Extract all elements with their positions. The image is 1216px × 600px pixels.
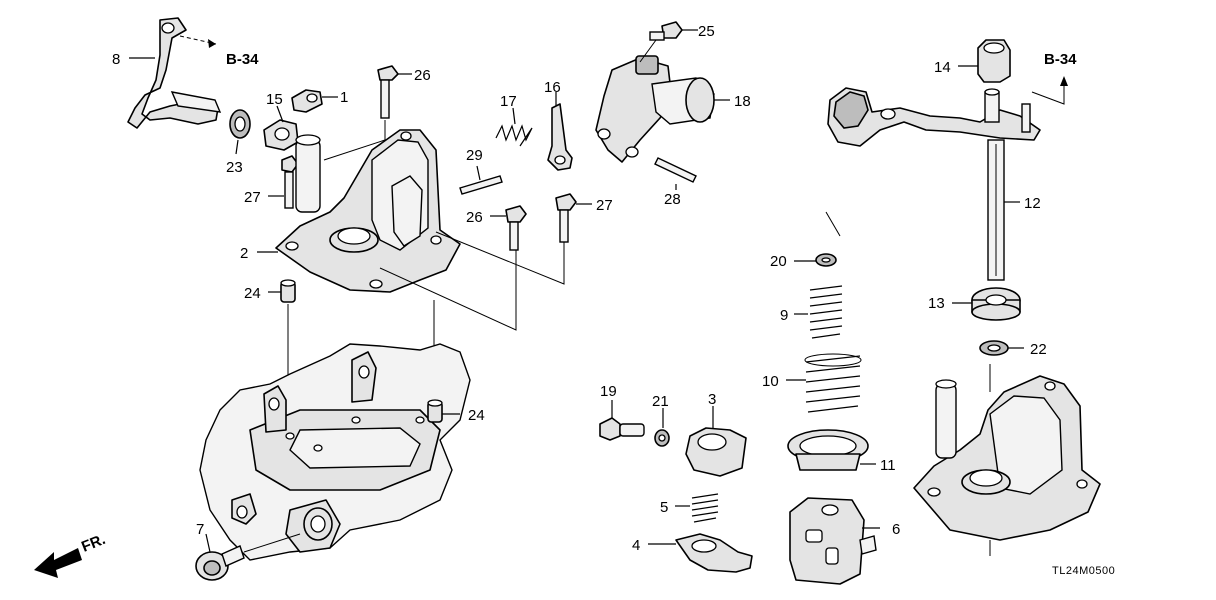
callout-27-middle: 27 xyxy=(596,197,613,214)
pin-part-1 xyxy=(291,89,338,113)
block-part-6 xyxy=(789,497,880,585)
callout-8: 8 xyxy=(112,51,120,68)
callout-11: 11 xyxy=(880,457,896,474)
callout-26-upper: 26 xyxy=(414,67,431,84)
callout-16: 16 xyxy=(544,79,561,96)
diagram-code: TL24M0500 xyxy=(1052,565,1115,577)
dowel-part-24-lower xyxy=(427,399,460,423)
bolt-part-19 xyxy=(599,400,645,441)
bolt-part-25 xyxy=(639,21,698,63)
callout-14: 14 xyxy=(934,59,951,76)
reference-b34-left: B-34 xyxy=(226,51,259,68)
callout-27-left: 27 xyxy=(244,189,261,206)
callout-6: 6 xyxy=(892,521,900,538)
callout-2: 2 xyxy=(240,245,248,262)
spring-part-17 xyxy=(495,107,533,147)
washer-part-21 xyxy=(654,408,670,447)
callout-22: 22 xyxy=(1030,341,1047,358)
callout-7: 7 xyxy=(196,521,204,538)
shift-housing-right xyxy=(913,364,1101,556)
bolt-part-26-middle xyxy=(490,205,527,251)
callout-18: 18 xyxy=(734,93,751,110)
callout-29: 29 xyxy=(466,147,483,164)
shift-lever-part-8 xyxy=(127,17,222,129)
collar-part-15 xyxy=(263,105,299,151)
pin-part-29 xyxy=(459,165,503,195)
front-direction-label: FR. xyxy=(79,531,108,556)
callout-15: 15 xyxy=(266,91,283,108)
callout-25: 25 xyxy=(698,23,715,40)
bolt-part-26-upper xyxy=(323,65,412,161)
callout-20: 20 xyxy=(770,253,787,270)
callout-24-upper: 24 xyxy=(244,285,261,302)
transmission-case xyxy=(199,343,471,561)
callout-9: 9 xyxy=(780,307,788,324)
reference-b34-right: B-34 xyxy=(1044,51,1077,68)
shaft-part-12 xyxy=(987,139,1020,281)
arm-part-4 xyxy=(648,533,753,573)
callout-4: 4 xyxy=(632,537,640,554)
callout-24-lower: 24 xyxy=(468,407,485,424)
bearing-part-13 xyxy=(952,287,1021,321)
callout-28: 28 xyxy=(664,191,681,208)
actuator-part-18 xyxy=(595,55,730,163)
shift-housing-part-2 xyxy=(257,129,461,293)
callout-5: 5 xyxy=(660,499,668,516)
cup-part-11 xyxy=(787,429,876,471)
callout-17: 17 xyxy=(500,93,517,110)
selector-part-3 xyxy=(685,406,747,477)
spring-washer-part-22 xyxy=(979,340,1024,356)
callout-12: 12 xyxy=(1024,195,1041,212)
shift-arm-assembly xyxy=(827,87,1041,147)
seal-part-23 xyxy=(229,109,251,155)
callout-26-middle: 26 xyxy=(466,209,483,226)
callout-3: 3 xyxy=(708,391,716,408)
bolt-part-27-middle xyxy=(555,193,592,243)
leader-part-20 xyxy=(794,211,841,267)
cap-part-14 xyxy=(958,39,1011,83)
callout-13: 13 xyxy=(928,295,945,312)
drain-plug-part-7 xyxy=(195,533,301,581)
detent-arm-part-16 xyxy=(547,92,573,171)
pin-part-28 xyxy=(654,157,697,190)
spring-part-10 xyxy=(786,353,862,413)
callout-1: 1 xyxy=(340,89,348,106)
reference-arrow-right xyxy=(1031,76,1068,105)
callout-21: 21 xyxy=(652,393,669,410)
spring-part-9 xyxy=(794,285,843,339)
callout-23: 23 xyxy=(226,159,243,176)
front-direction-arrow xyxy=(34,548,82,578)
callout-10: 10 xyxy=(762,373,779,390)
spring-part-5 xyxy=(675,493,719,523)
bolt-part-27-left xyxy=(268,155,299,209)
callout-19: 19 xyxy=(600,383,617,400)
